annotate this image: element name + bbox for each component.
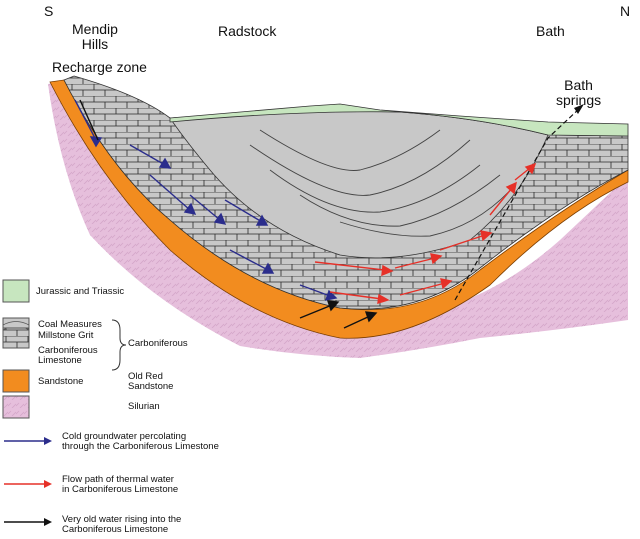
bath-springs-label: Bath springs bbox=[556, 77, 602, 108]
legend-thermal-label: Flow path of thermal water in Carbonifer… bbox=[62, 474, 179, 495]
legend-carboniferous-label: Carboniferous bbox=[128, 338, 188, 349]
legend-millstone-label: Millstone Grit bbox=[38, 330, 94, 341]
coal-bedding-lines bbox=[249, 129, 516, 237]
north-label: N bbox=[620, 3, 631, 19]
radstock-label: Radstock bbox=[218, 23, 277, 39]
legend-jurassic-swatch bbox=[2, 279, 30, 303]
recharge-arrow bbox=[79, 99, 99, 141]
legend-cold-label: Cold groundwater percolating through the… bbox=[62, 431, 219, 452]
silurian-layer bbox=[48, 82, 628, 358]
fault-line bbox=[454, 107, 581, 301]
south-label: S bbox=[44, 3, 54, 19]
legend-sandstone-swatch bbox=[2, 369, 30, 393]
cold-groundwater-arrows bbox=[74, 99, 338, 301]
legend-carb-limestone-label: Carboniferous Limestone bbox=[38, 345, 98, 366]
legend-silurian-label: Silurian bbox=[128, 401, 160, 412]
legend-coal-label: Coal Measures bbox=[38, 319, 102, 330]
old-water-arrows bbox=[299, 300, 378, 329]
legend-old-label: Very old water rising into the Carbonife… bbox=[62, 514, 182, 535]
jurassic-layer bbox=[169, 103, 629, 137]
legend-old-red-label: Old Red Sandstone bbox=[128, 371, 174, 392]
legend-arrows bbox=[4, 437, 52, 526]
mendip-label: Mendip Hills bbox=[72, 21, 118, 52]
bath-label: Bath bbox=[536, 23, 565, 39]
carboniferous-bracket bbox=[111, 319, 127, 371]
legend-sandstone-label: Sandstone bbox=[38, 376, 84, 387]
legend-silurian-swatch bbox=[2, 395, 30, 419]
legend-jurassic-label: Jurassic and Triassic bbox=[36, 286, 125, 297]
recharge-zone-label: Recharge zone bbox=[52, 59, 147, 75]
springs-arrowhead bbox=[574, 104, 584, 114]
thermal-water-arrows bbox=[314, 162, 537, 304]
